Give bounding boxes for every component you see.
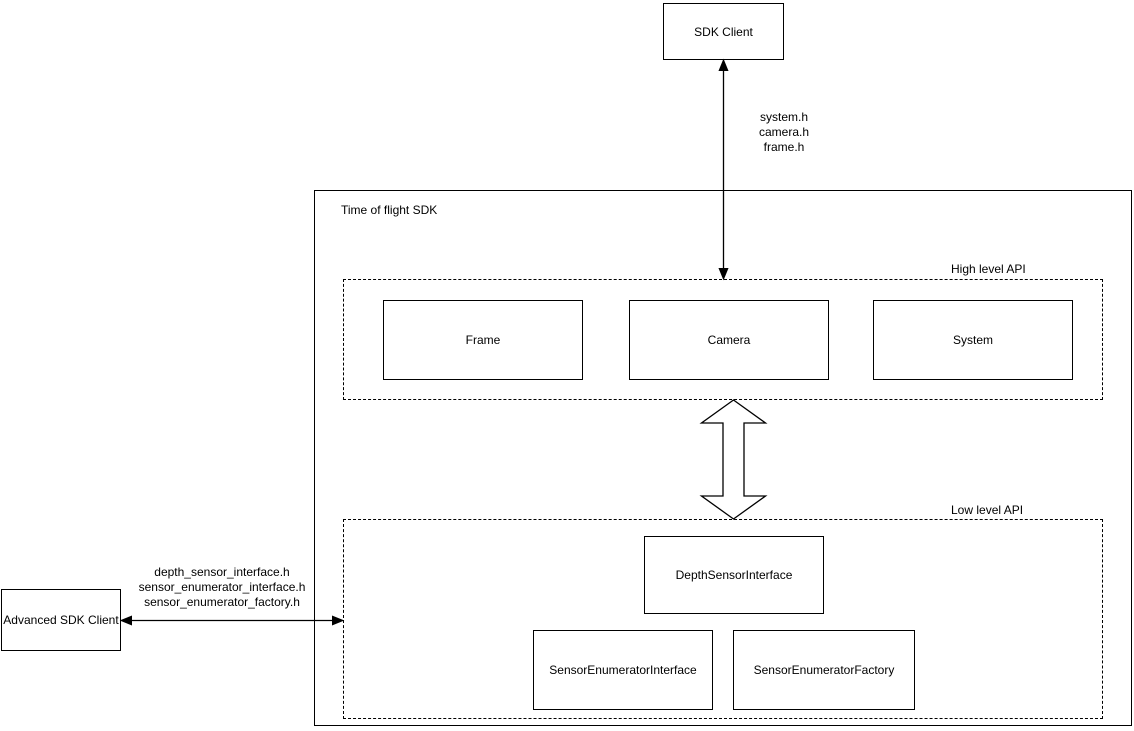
low-level-api-label: Low level API (951, 503, 1024, 517)
edge-label-line: sensor_enumerator_interface.h (138, 580, 306, 594)
advanced-client-low-level-arrow (119, 615, 345, 626)
node-sensor-enumerator-interface: SensorEnumeratorInterface (533, 630, 713, 710)
edge-label-sdk-client-headers: system.h camera.h frame.h (714, 110, 854, 155)
node-system: System (873, 300, 1073, 380)
node-frame: Frame (383, 300, 583, 380)
node-depth-sensor-interface: DepthSensorInterface (644, 536, 824, 614)
edge-label-advanced-client-headers: depth_sensor_interface.h sensor_enumerat… (132, 565, 312, 610)
high-level-api-label: High level API (951, 262, 1026, 276)
node-camera: Camera (629, 300, 829, 380)
edge-label-line: depth_sensor_interface.h (154, 565, 290, 579)
edge-label-line: sensor_enumerator_factory.h (144, 595, 300, 609)
edge-label-line: camera.h (758, 125, 810, 139)
edge-label-line: system.h (759, 110, 808, 124)
node-advanced-sdk-client: Advanced SDK Client (1, 589, 121, 651)
edge-label-line: frame.h (763, 140, 805, 154)
node-sdk-client: SDK Client (663, 3, 784, 60)
tof-sdk-container-label: Time of flight SDK (341, 203, 438, 217)
node-sensor-enumerator-factory: SensorEnumeratorFactory (733, 630, 915, 710)
